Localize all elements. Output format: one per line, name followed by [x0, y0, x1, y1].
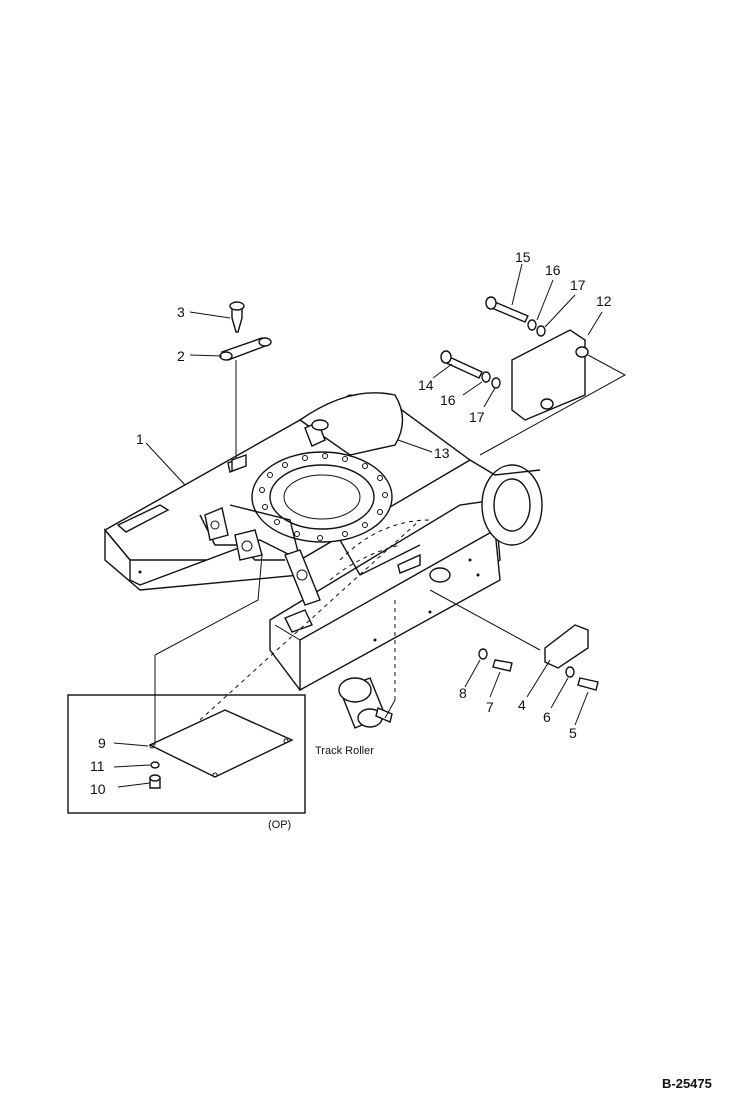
- label-part-3: 3: [177, 304, 185, 320]
- label-part-4: 4: [518, 697, 526, 713]
- label-part-8: 8: [459, 685, 467, 701]
- part-labels: 1 2 3 4 5 6 7 8 9 10 11 12 13 14 15 16 1…: [90, 249, 612, 797]
- label-part-16-lower: 16: [440, 392, 456, 408]
- label-part-5: 5: [569, 725, 577, 741]
- label-part-1: 1: [136, 431, 144, 447]
- label-part-9: 9: [98, 735, 106, 751]
- label-part-15: 15: [515, 249, 531, 265]
- side-cover-assembly: [429, 589, 599, 691]
- label-part-11: 11: [90, 758, 105, 774]
- label-part-10: 10: [90, 781, 106, 797]
- option-label: (OP): [268, 819, 291, 831]
- label-part-17-lower: 17: [469, 409, 485, 425]
- dashed-leaders: [199, 519, 431, 721]
- label-part-17-upper: 17: [570, 277, 586, 293]
- track-frame: [103, 392, 543, 692]
- label-part-14: 14: [418, 377, 434, 393]
- track-roller: [338, 677, 396, 729]
- part-2-3-bracket: [219, 301, 272, 472]
- circle-bolt-holes: [259, 453, 388, 541]
- leader-lines: [113, 263, 603, 788]
- cover-plate-assembly: [440, 296, 627, 456]
- label-part-6: 6: [543, 709, 551, 725]
- label-part-16-upper: 16: [545, 262, 561, 278]
- label-part-13: 13: [434, 445, 450, 461]
- track-roller-label: Track Roller: [315, 745, 374, 757]
- option-box: [67, 554, 306, 814]
- label-part-7: 7: [486, 699, 494, 715]
- label-part-2: 2: [177, 348, 185, 364]
- reference-code: B-25475: [662, 1076, 712, 1091]
- label-part-12: 12: [596, 293, 612, 309]
